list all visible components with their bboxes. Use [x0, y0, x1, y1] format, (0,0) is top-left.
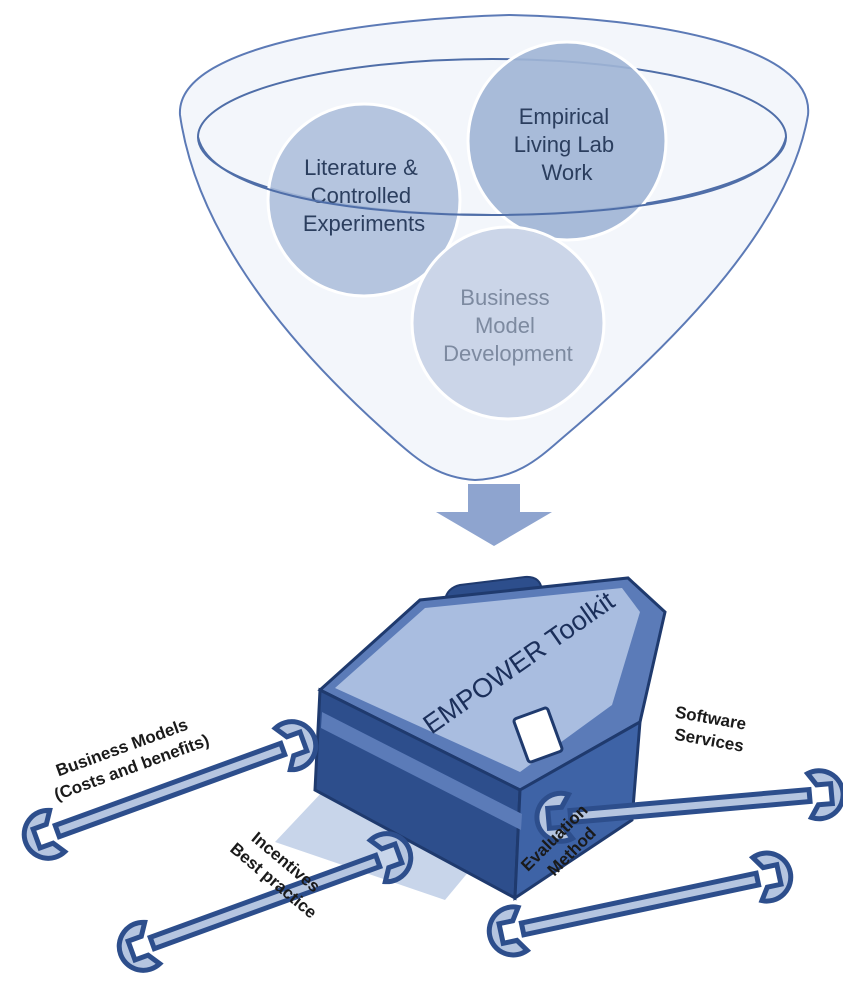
toolbox-lid-top	[335, 588, 640, 772]
toolbox-front-band	[321, 712, 522, 830]
circle-literature: Literature & Controlled Experiments	[266, 102, 462, 298]
svg-text:Business Model: Business Model Development	[443, 285, 573, 366]
funnel: Literature & Controlled Experiments Empi…	[178, 13, 810, 482]
circle-empirical: Empirical Living Lab Work	[466, 40, 668, 242]
circle-empirical-line2: Living Lab	[514, 132, 614, 157]
circle-literature-line3: Experiments	[303, 211, 425, 236]
svg-text:Literature & Controlle: Literature & Controlled Experiments	[303, 155, 425, 236]
circle-literature-line1: Literature &	[304, 155, 418, 180]
circle-empirical-line3: Work	[542, 160, 594, 185]
funnel-rim-front	[197, 136, 787, 217]
circle-literature-line2: Controlled	[311, 183, 411, 208]
toolbox-latch	[512, 706, 564, 764]
toolbox: EMPOWER Toolkit	[275, 575, 667, 901]
down-arrow	[436, 484, 552, 546]
svg-text:Empirical Living Lab: Empirical Living Lab Work	[514, 104, 620, 185]
circle-empirical-line1: Empirical	[519, 104, 609, 129]
circle-business: Business Model Development	[410, 225, 606, 421]
svg-text:Software Services: Software Services	[670, 703, 752, 757]
circle-business-line3: Development	[443, 341, 573, 366]
circle-business-line2: Model	[475, 313, 535, 338]
circle-business-line1: Business	[460, 285, 549, 310]
